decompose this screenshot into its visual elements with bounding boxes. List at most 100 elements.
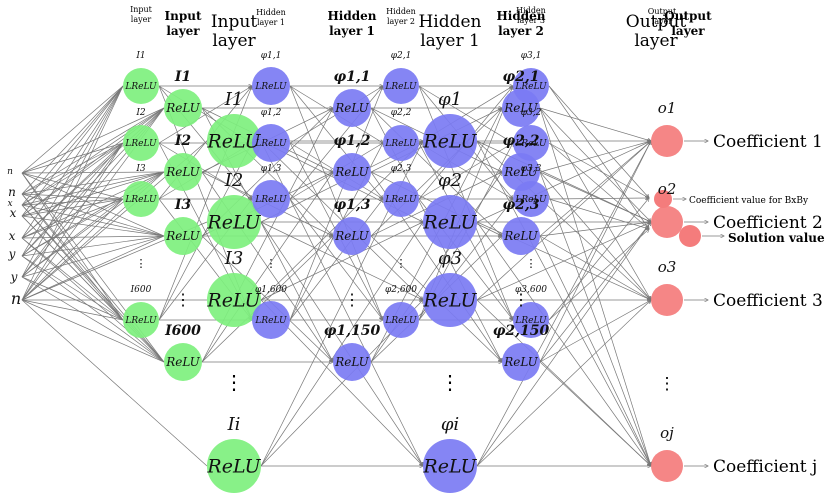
input-large-label: I2	[224, 170, 244, 191]
h-hidden2-small-line: Hidden	[386, 7, 416, 16]
layer-edge	[476, 222, 651, 467]
h-hidden1-large-line: Hidden	[418, 12, 481, 32]
hidden3-small-ellipsis: ⋮	[526, 257, 537, 270]
input-edge	[21, 198, 124, 301]
layer-edge	[539, 107, 651, 300]
hidden1-small-node	[252, 124, 290, 162]
hidden1-bold-node	[333, 217, 371, 255]
input-small-label: I600	[130, 285, 152, 295]
solution-value-node	[679, 225, 701, 247]
hidden1-small-node	[252, 301, 290, 339]
h-hidden1-bold-line: layer 1	[329, 24, 375, 38]
hidden1-large-node	[423, 114, 477, 168]
layer-edge	[260, 222, 423, 467]
hidden1-bold-label: φ1,150	[324, 323, 381, 339]
h-output-large-line: Output	[626, 12, 687, 32]
output-label: o1	[658, 99, 677, 117]
layer-edge	[539, 171, 651, 300]
output-ellipsis: ⋮	[659, 374, 676, 394]
layer-edge	[548, 85, 649, 198]
layer-edge	[539, 235, 651, 300]
input-small-node-text: LReLU	[124, 139, 157, 149]
input-bold-node	[164, 343, 202, 381]
hidden1-large-label: φ1	[438, 89, 462, 110]
coefficient-3-label: Coefficient 3	[713, 291, 823, 311]
network-nodes	[123, 67, 701, 493]
hidden2-small-node	[383, 181, 419, 217]
hidden3-small-node	[513, 302, 549, 338]
hidden3-small-node	[513, 181, 549, 217]
layer-edge	[548, 142, 649, 198]
hidden2-bold-node-text: ReLU	[503, 355, 538, 369]
hidden1-small-node	[252, 67, 290, 105]
h-hidden3-small-line: Hidden	[516, 6, 546, 15]
input-variable-label: y	[10, 270, 18, 284]
hidden1-bold-label: φ1,2	[333, 133, 370, 149]
input-bold-label: I600	[164, 323, 201, 339]
h-input-small-line: Input	[130, 5, 153, 14]
layer-edge	[539, 107, 651, 466]
layer-edge	[539, 107, 651, 222]
h-output-small-line: layer	[652, 17, 673, 26]
input-edge	[21, 171, 165, 206]
input-variable-label: x	[10, 206, 17, 220]
input-edge	[21, 198, 124, 257]
hidden1-bold-ellipsis: ⋮	[344, 290, 360, 309]
hidden1-bold-node-text: ReLU	[334, 355, 369, 369]
h-input-small-line: layer	[131, 15, 152, 24]
input-edge	[21, 85, 124, 239]
input-large-label: I3	[224, 248, 244, 269]
layer-edge	[539, 171, 651, 466]
input-edge	[21, 85, 124, 174]
hidden1-large-label: φ2	[438, 170, 462, 191]
input-edge	[21, 193, 165, 237]
layer-edge	[476, 141, 651, 223]
hidden3-small-node	[513, 125, 549, 161]
input-edge	[21, 107, 165, 174]
layer-edge	[476, 300, 651, 467]
input-bold-node-text: ReLU	[165, 355, 200, 369]
input-bold-node	[164, 153, 202, 191]
hidden2-bold-label: φ2,2	[502, 133, 539, 149]
h-hidden1-large-line: layer 1	[420, 31, 480, 51]
input-edge	[21, 255, 124, 321]
layer-edge	[418, 143, 513, 200]
input-edge	[21, 142, 124, 174]
input-edge	[21, 235, 165, 278]
input-small-label: I2	[135, 108, 146, 118]
hidden1-small-label: φ1,2	[261, 108, 282, 118]
input-edge	[21, 85, 124, 217]
input-large-label: Ii	[227, 414, 241, 435]
input-edge	[21, 107, 165, 206]
hidden1-small-label: φ1,1	[261, 51, 282, 61]
coefficient-2-label: Coefficient 2	[713, 213, 823, 233]
h-hidden2-bold-line: layer 2	[498, 24, 544, 38]
input-bold-node	[164, 89, 202, 127]
input-edge	[21, 142, 124, 301]
input-edge	[21, 172, 124, 321]
hidden1-large-ellipsis: ⋮	[440, 370, 460, 394]
input-bold-label: I2	[174, 133, 192, 149]
h-input-bold-line: layer	[166, 24, 200, 38]
hidden1-bold-node	[333, 89, 371, 127]
input-small-node	[123, 68, 159, 104]
output-label: o2	[658, 180, 677, 198]
input-edge	[21, 142, 124, 257]
hidden1-small-label: φ1,3	[261, 164, 282, 174]
input-small-label: I3	[135, 164, 146, 174]
layer-edge	[539, 141, 651, 237]
input-edge	[21, 142, 124, 278]
input-edge	[21, 85, 124, 278]
hidden3-small-label: φ3,1	[521, 51, 542, 61]
hidden1-large-label: φi	[441, 414, 459, 435]
layer-edge	[548, 198, 649, 321]
output-label: oj	[660, 424, 674, 442]
layer-edge	[539, 107, 651, 141]
h-hidden2-bold-line: Hidden	[496, 9, 545, 23]
output-node	[651, 284, 683, 316]
hidden2-bold-node	[502, 217, 540, 255]
layer-edge	[539, 141, 651, 173]
hidden1-large-node	[423, 273, 477, 327]
input-edge	[21, 235, 165, 257]
hidden2-small-node-text: LReLU	[384, 195, 417, 205]
